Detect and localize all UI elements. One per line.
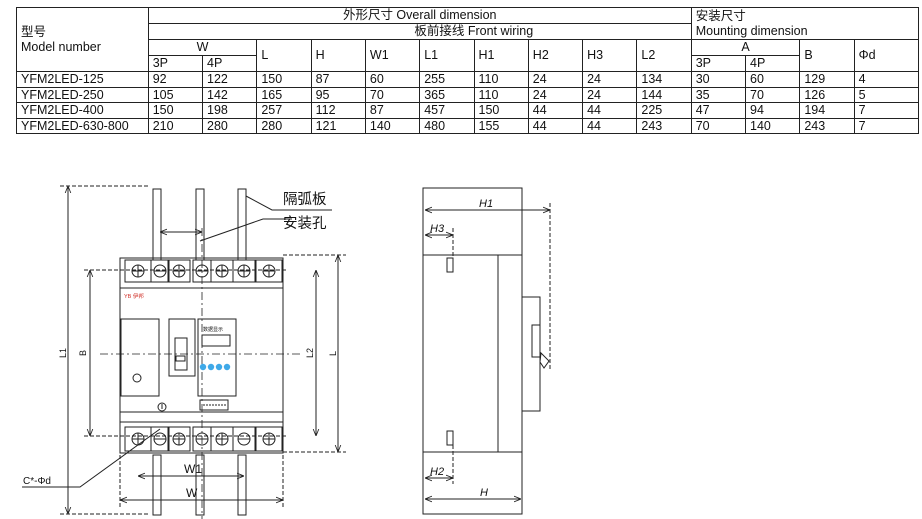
arc-plate-mid — [195, 188, 205, 261]
cell-w3p: 105 — [147, 86, 204, 103]
col-phi-header: Φd — [853, 39, 920, 72]
arc-plate-left — [152, 188, 162, 261]
cell-model: YFM2LED-630-800 — [16, 117, 149, 134]
cell-b: 243 — [799, 117, 855, 134]
side-terminal-top — [446, 257, 454, 273]
hole-spec-label: C*-Φd — [23, 476, 51, 487]
col-w-4p-header: 4P — [202, 55, 258, 72]
dim-l1-label: L1 — [58, 348, 68, 358]
side-view-labels: H1 H3 H2 H — [430, 198, 493, 499]
col-l1-header: L1 — [419, 39, 475, 72]
arc-plate-label: 隔弧板 — [283, 190, 327, 208]
hole-callout-leader — [22, 428, 161, 488]
front-view-drawing — [22, 185, 346, 519]
cell-w3p: 210 — [147, 117, 204, 134]
cell-model: YFM2LED-400 — [16, 102, 149, 119]
mount-hole-label: 安装孔 — [283, 215, 327, 232]
arc-plate-right-bottom — [237, 454, 247, 516]
dim-h2-label: H2 — [430, 466, 444, 478]
cell-a4p: 140 — [745, 117, 801, 134]
display-label: 数据显示 — [203, 326, 223, 333]
cell-h2: 44 — [527, 117, 584, 134]
model-header-en: Model number — [21, 39, 101, 54]
display-module — [197, 318, 237, 397]
side-handle-lever — [539, 351, 550, 369]
left-panel — [120, 318, 160, 397]
dim-l-label: L — [328, 351, 338, 356]
test-button-icon — [132, 373, 142, 383]
brand-logo: YB 伊邦 — [124, 292, 144, 300]
dip-switch — [199, 399, 229, 411]
mounting-header-cn: 安装尺寸 — [695, 8, 746, 23]
power-indicator-icon — [157, 402, 167, 412]
breaker-body — [119, 257, 284, 454]
cell-h1: 155 — [473, 117, 529, 134]
col-w-3p-header: 3P — [147, 55, 204, 72]
cell-l: 280 — [256, 117, 312, 134]
model-header-cn: 型号 — [21, 24, 47, 39]
col-l2-header: L2 — [636, 39, 692, 72]
front-view-labels: 隔弧板 安装孔 L1 B L2 L W1 W C*-Φd YB 伊邦 数据显示 — [23, 190, 338, 500]
arc-plate-right — [237, 188, 247, 261]
cell-l1: 457 — [419, 102, 475, 119]
mounting-header-en: Mounting dimension — [695, 23, 808, 38]
cell-h2: 44 — [527, 102, 584, 119]
cell-phi: 7 — [853, 117, 920, 134]
side-handle-housing — [521, 296, 541, 412]
cell-model: YFM2LED-125 — [16, 71, 149, 88]
front-view-fills — [199, 363, 231, 371]
arc-plate-mid-bottom — [195, 454, 205, 516]
cell-b: 126 — [799, 86, 855, 103]
model-number-header: 型号 Model number — [16, 7, 149, 72]
dim-w-label: W — [186, 486, 198, 500]
side-view-drawing — [422, 187, 551, 515]
cell-l: 165 — [256, 86, 312, 103]
col-h2-header: H2 — [527, 39, 584, 72]
col-a-3p-header: 3P — [690, 55, 747, 72]
bottom-terminal-row — [124, 426, 283, 452]
cell-h1: 150 — [473, 102, 529, 119]
arc-plate-left-bottom — [152, 454, 162, 516]
top-terminal-row — [124, 259, 283, 283]
mounting-dimension-header: 安装尺寸 Mounting dimension — [690, 7, 920, 40]
cell-a3p: 70 — [690, 117, 747, 134]
dim-l2-label: L2 — [305, 348, 315, 358]
cell-h: 121 — [310, 117, 366, 134]
cell-a4p: 70 — [745, 86, 801, 103]
arc-plate-leader — [245, 195, 332, 211]
dim-w1-label: W1 — [184, 462, 202, 476]
col-a-4p-header: 4P — [745, 55, 801, 72]
dim-h-label: H — [480, 487, 488, 499]
col-b-header: B — [799, 39, 855, 72]
dim-h3-label: H3 — [430, 223, 445, 235]
dimension-table: 型号 Model number 外形尺寸 Overall dimension 安… — [16, 7, 920, 134]
cell-w4p: 142 — [202, 86, 258, 103]
col-l-header: L — [256, 39, 312, 72]
cell-h1: 110 — [473, 86, 529, 103]
side-terminal-bottom — [446, 430, 454, 446]
dim-h1-label: H1 — [479, 198, 493, 210]
col-h-header: H — [310, 39, 366, 72]
cell-w1: 140 — [364, 117, 421, 134]
cell-w4p: 280 — [202, 117, 258, 134]
operating-handle — [168, 318, 196, 377]
col-w1-header: W1 — [364, 39, 421, 72]
cell-l2: 243 — [636, 117, 692, 134]
front-wiring-header: 板前接线 Front wiring — [256, 23, 692, 40]
mount-hole-leader — [199, 218, 292, 242]
dim-b-label: B — [78, 350, 88, 356]
cell-a3p: 30 — [690, 71, 747, 88]
